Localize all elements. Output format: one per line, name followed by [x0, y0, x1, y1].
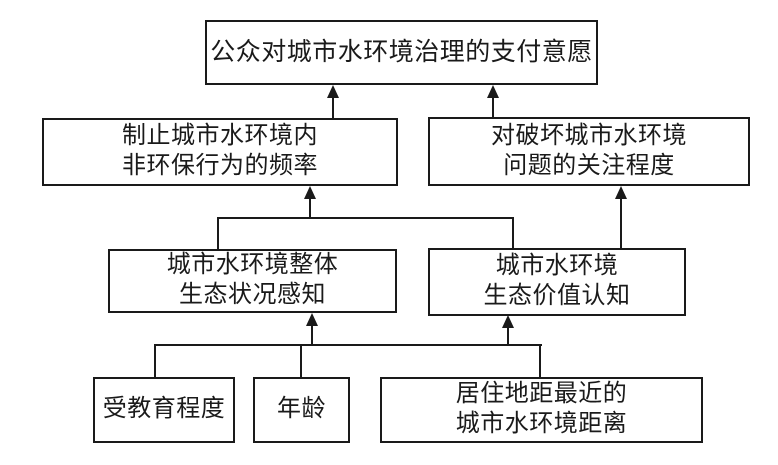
node-label: 公众对城市水环境治理的支付意愿	[210, 39, 593, 66]
node-education-level: 受教育程度	[93, 377, 235, 443]
node-label-line2: 城市水环境距离	[455, 411, 628, 437]
node-distance-to-water: 居住地距最近的 城市水环境距离	[380, 377, 703, 443]
node-label-line2: 问题的关注程度	[503, 152, 675, 179]
node-label: 受教育程度	[102, 396, 226, 423]
arrowhead-bracket-to-value	[502, 315, 514, 328]
node-age: 年龄	[253, 377, 350, 443]
node-label-line1: 制止城市水环境内	[122, 123, 318, 150]
node-ecological-value-cognition: 城市水环境 生态价值认知	[428, 248, 686, 316]
arrowhead-concern-to-wtp	[487, 85, 499, 98]
arrow-line-value-to-concern	[620, 197, 622, 248]
arrowhead-bracket-to-deter	[304, 186, 316, 199]
bracket-lower-stub-education	[154, 344, 156, 377]
node-label-line2: 生态价值认知	[483, 283, 631, 309]
node-willingness-to-pay: 公众对城市水环境治理的支付意愿	[205, 20, 598, 85]
node-label-line1: 居住地距最近的	[455, 381, 628, 408]
node-label-line1: 城市水环境整体	[166, 252, 339, 279]
node-deter-behavior-frequency: 制止城市水环境内 非环保行为的频率	[42, 118, 398, 186]
arrow-line-concern-to-wtp	[492, 96, 494, 117]
bracket-lower-stub-distance	[539, 344, 541, 377]
arrow-line-deter-to-wtp	[332, 96, 334, 118]
arrow-line-bracket-to-perception	[311, 324, 313, 345]
arrowhead-deter-to-wtp	[327, 85, 339, 98]
node-label-line2: 非环保行为的频率	[122, 153, 318, 179]
arrow-line-bracket-to-value	[507, 326, 509, 345]
bracket-upper-stub-value	[512, 217, 514, 248]
arrowhead-value-to-concern	[615, 186, 627, 199]
node-concern-degree: 对破坏城市水环境 问题的关注程度	[428, 117, 750, 186]
node-label-line1: 城市水环境	[495, 253, 619, 280]
node-label-line1: 对破坏城市水环境	[491, 122, 687, 149]
node-ecological-status-perception: 城市水环境整体 生态状况感知	[108, 249, 397, 313]
node-label-line2: 生态状况感知	[179, 282, 326, 308]
node-label: 年龄	[277, 396, 326, 423]
bracket-upper-horizontal	[217, 217, 514, 219]
bracket-lower-horizontal	[154, 344, 542, 346]
arrow-line-bracket-to-deter	[309, 197, 311, 218]
bracket-lower-stub-age	[300, 344, 302, 377]
bracket-upper-stub-perception	[217, 217, 219, 249]
arrowhead-bracket-to-perception	[306, 313, 318, 326]
